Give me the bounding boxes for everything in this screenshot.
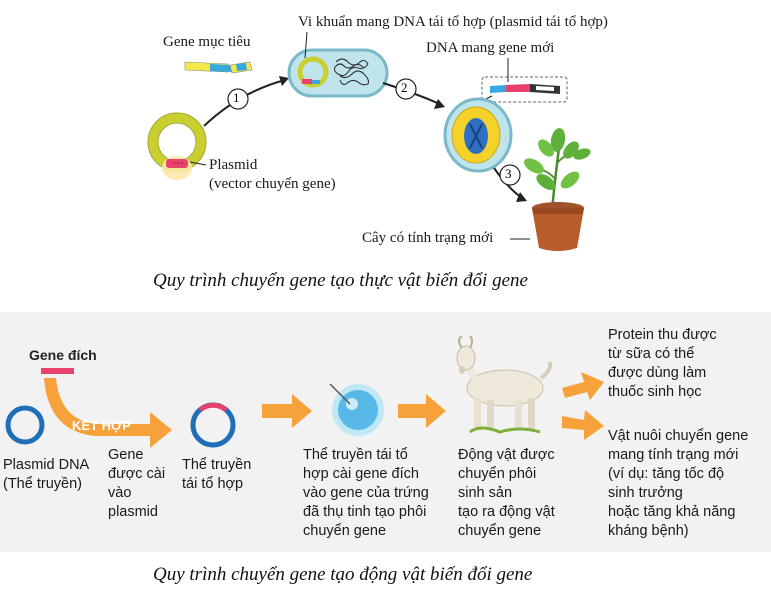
plant-cell xyxy=(443,97,513,173)
step-2-circle xyxy=(395,78,417,100)
new-plant-label: Cây có tính trạng mới xyxy=(362,230,494,246)
animal-caption: Quy trình chuyển gene tạo động vật biến … xyxy=(153,564,533,585)
new-dna-strip xyxy=(490,84,560,94)
gene-insert-label: Gene được cài vào plasmid xyxy=(108,447,166,520)
new-dna-box xyxy=(481,76,568,103)
bacterium-pointer xyxy=(304,31,308,59)
new-dna-label: DNA mang gene mới xyxy=(426,40,555,56)
step-3-arrowhead xyxy=(516,192,527,202)
recombinant-insert xyxy=(198,402,228,413)
plant-pot xyxy=(524,128,591,251)
recombinant-vector-ring xyxy=(190,402,236,448)
plant-transformation-diagram xyxy=(147,31,591,251)
arrow-to-egg xyxy=(262,394,312,428)
plasmid-dna-label: Plasmid DNA (Thể truyền) xyxy=(3,457,90,492)
goat xyxy=(456,335,553,434)
target-gene-bar xyxy=(41,368,74,374)
plasmid-pointer xyxy=(189,161,207,166)
step-3-number: 3 xyxy=(505,166,512,181)
bacterium-cell xyxy=(287,48,389,98)
plasmid-label: Plasmid xyxy=(209,157,258,173)
bacterium-label: Vi khuẩn mang DNA tái tổ hợp (plasmid tá… xyxy=(298,14,608,30)
target-gene-label: Gene mục tiêu xyxy=(163,34,251,50)
target-gene-strip xyxy=(184,61,253,74)
plasmid-dna-ring xyxy=(5,405,45,445)
plant-caption: Quy trình chuyển gene tạo thực vật biến … xyxy=(153,270,528,291)
step-1-arrowhead xyxy=(279,76,289,86)
step-2-number: 2 xyxy=(401,80,408,95)
new-trait-output-label: Vật nuôi chuyển gene mang tính trạng mới… xyxy=(608,428,749,539)
recombinant-vector-label: Thể truyền tái tổ hợp xyxy=(182,457,252,492)
arrow-to-animal xyxy=(398,394,446,428)
fertilized-egg-label: Thể truyền tái tổ hợp cài gene đích vào … xyxy=(303,447,429,539)
protein-output-label: Protein thu được từ sữa có thể được dùng… xyxy=(608,327,717,400)
plasmid-ring xyxy=(147,112,207,180)
arrow-to-protein xyxy=(562,372,604,400)
step-2-arrowhead xyxy=(434,99,445,109)
plasmid-sub-label: (vector chuyển gene) xyxy=(209,176,336,192)
combine-arrow xyxy=(44,378,172,448)
arrow-to-trait xyxy=(562,410,604,440)
step-3-circle xyxy=(499,164,521,186)
transgenic-animal-label: Động vật được chuyển phôi sinh sản tạo r… xyxy=(458,447,555,539)
step-1-circle xyxy=(227,88,249,110)
step-1-number: 1 xyxy=(233,90,240,105)
gene-target-label: Gene đích xyxy=(29,347,97,363)
combine-label: KẾT HỢP xyxy=(72,418,131,433)
fertilized-egg xyxy=(329,383,384,436)
